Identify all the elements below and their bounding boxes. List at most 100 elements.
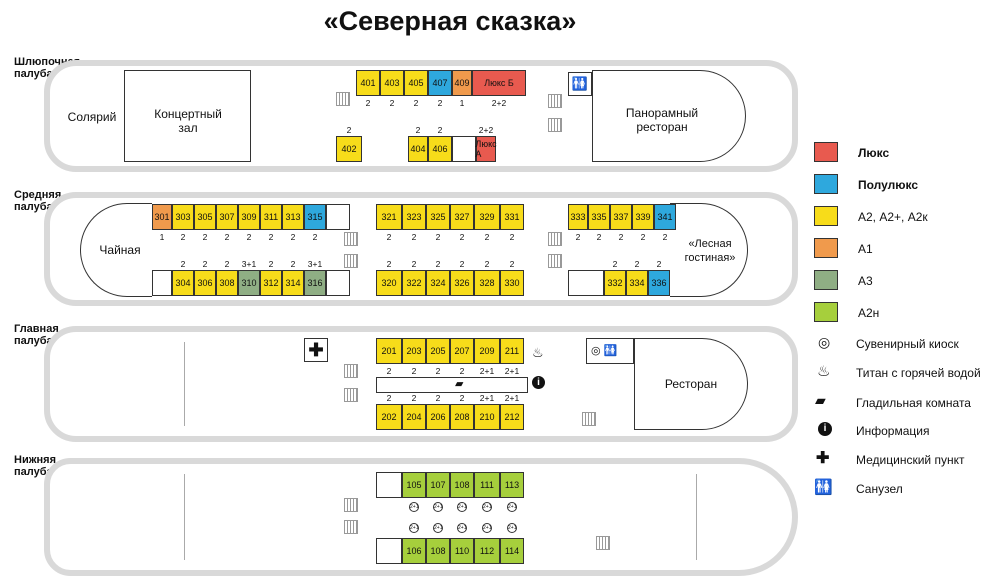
- cabin-309[interactable]: 309: [238, 204, 260, 230]
- cabin-208[interactable]: 208: [450, 404, 474, 430]
- cabin-312[interactable]: 312: [260, 270, 282, 296]
- bed-count-label: 2+1: [409, 502, 419, 512]
- deck-label-line: палуба: [14, 68, 53, 80]
- cabin-empty: [326, 204, 350, 230]
- bed-count-label: 2+1: [504, 366, 520, 376]
- cabin-328[interactable]: 328: [474, 270, 500, 296]
- cabin-211[interactable]: 211: [500, 338, 524, 364]
- cabin-empty: [326, 270, 350, 296]
- cabin-304[interactable]: 304: [172, 270, 194, 296]
- stairs-icon: [548, 232, 562, 246]
- cabin-314[interactable]: 314: [282, 270, 304, 296]
- cabin-316[interactable]: 316: [304, 270, 326, 296]
- cabin-403[interactable]: 403: [380, 70, 404, 96]
- cabin-308[interactable]: 308: [216, 270, 238, 296]
- cabin-321[interactable]: 321: [376, 204, 402, 230]
- deck-label-line: Главная: [14, 323, 59, 335]
- bed-count-label: 2: [509, 259, 515, 269]
- iron-icon: ▰: [455, 378, 464, 390]
- cabin-405[interactable]: 405: [404, 70, 428, 96]
- cabin-325[interactable]: 325: [426, 204, 450, 230]
- bed-count-label: 2: [224, 259, 230, 269]
- legend-swatch-a3: [814, 270, 838, 290]
- bed-count-label: 1: [459, 98, 465, 108]
- bed-count-label: 2+2: [491, 98, 507, 108]
- cabin-113[interactable]: 113: [500, 472, 524, 498]
- cabin-329[interactable]: 329: [474, 204, 500, 230]
- cabin-322[interactable]: 322: [402, 270, 426, 296]
- cabin-409[interactable]: 409: [452, 70, 472, 96]
- cabin-404[interactable]: 404: [408, 136, 428, 162]
- cabin-313[interactable]: 313: [282, 204, 304, 230]
- cabin-203[interactable]: 203: [402, 338, 426, 364]
- cabin-114[interactable]: 114: [500, 538, 524, 564]
- cabin-337[interactable]: 337: [610, 204, 632, 230]
- bed-count-label: 2: [411, 393, 417, 403]
- bed-count-label: 2+1: [457, 523, 467, 533]
- cabin-210[interactable]: 210: [474, 404, 500, 430]
- cabin-301[interactable]: 301: [152, 204, 172, 230]
- bed-count-label: 2: [484, 259, 490, 269]
- cabin-323[interactable]: 323: [402, 204, 426, 230]
- cabin-401[interactable]: 401: [356, 70, 380, 96]
- cabin-406[interactable]: 406: [428, 136, 452, 162]
- cabin-209[interactable]: 209: [474, 338, 500, 364]
- cabin-112[interactable]: 112: [474, 538, 500, 564]
- cabin-Люкс-А[interactable]: Люкс А: [475, 136, 497, 162]
- cabin-207[interactable]: 207: [450, 338, 474, 364]
- cabin-320[interactable]: 320: [376, 270, 402, 296]
- cabin-307[interactable]: 307: [216, 204, 238, 230]
- cabin-327[interactable]: 327: [450, 204, 474, 230]
- cabin-341[interactable]: 341: [654, 204, 676, 230]
- legend-swatch-a1: [814, 238, 838, 258]
- deck-label-line: Средняя: [14, 189, 62, 201]
- bed-count-label: 2+1: [433, 523, 443, 533]
- bed-count-label: 2: [268, 232, 274, 242]
- info-icon: i: [818, 422, 832, 436]
- bed-count-label: 2: [435, 393, 441, 403]
- cabin-110[interactable]: 110: [450, 538, 474, 564]
- cabin-303[interactable]: 303: [172, 204, 194, 230]
- cabin-106[interactable]: 106: [402, 538, 426, 564]
- label-line: гостиная»: [684, 252, 736, 264]
- cabin-339[interactable]: 339: [632, 204, 654, 230]
- cabin-206[interactable]: 206: [426, 404, 450, 430]
- cabin-107[interactable]: 107: [426, 472, 450, 498]
- cabin-111[interactable]: 111: [474, 472, 500, 498]
- bed-count-label: 2: [246, 232, 252, 242]
- cabin-324[interactable]: 324: [426, 270, 450, 296]
- cabin-212[interactable]: 212: [500, 404, 524, 430]
- cabin-315[interactable]: 315: [304, 204, 326, 230]
- cabin-305[interactable]: 305: [194, 204, 216, 230]
- cabin-105[interactable]: 105: [402, 472, 426, 498]
- cabin-204[interactable]: 204: [402, 404, 426, 430]
- cabin-202[interactable]: 202: [376, 404, 402, 430]
- stairs-icon: [344, 498, 358, 512]
- label-line: ресторан: [636, 120, 688, 134]
- label-line: Панорамный: [625, 106, 699, 120]
- cabin-331[interactable]: 331: [500, 204, 524, 230]
- cabin-306[interactable]: 306: [194, 270, 216, 296]
- legend-label-semilux: Полулюкс: [858, 178, 919, 192]
- cabin-311[interactable]: 311: [260, 204, 282, 230]
- cabin-108[interactable]: 108: [450, 472, 474, 498]
- cabin-310[interactable]: 310: [238, 270, 260, 296]
- cabin-326[interactable]: 326: [450, 270, 474, 296]
- cabin-402[interactable]: 402: [336, 136, 362, 162]
- bed-count-label: 2: [575, 232, 581, 242]
- cabin-335[interactable]: 335: [588, 204, 610, 230]
- cabin-Люкс-Б[interactable]: Люкс Б: [472, 70, 526, 96]
- cabin-332[interactable]: 332: [604, 270, 626, 296]
- cabin-108[interactable]: 108: [426, 538, 450, 564]
- cabin-205[interactable]: 205: [426, 338, 450, 364]
- bed-count-label: 2: [459, 393, 465, 403]
- cabin-407[interactable]: 407: [428, 70, 452, 96]
- bed-count-label: 2: [411, 366, 417, 376]
- legend-label-a1: А1: [858, 242, 873, 256]
- cabin-333[interactable]: 333: [568, 204, 588, 230]
- cabin-330[interactable]: 330: [500, 270, 524, 296]
- cabin-201[interactable]: 201: [376, 338, 402, 364]
- cabin-336[interactable]: 336: [648, 270, 670, 296]
- cabin-334[interactable]: 334: [626, 270, 648, 296]
- stairs-icon: [344, 364, 358, 378]
